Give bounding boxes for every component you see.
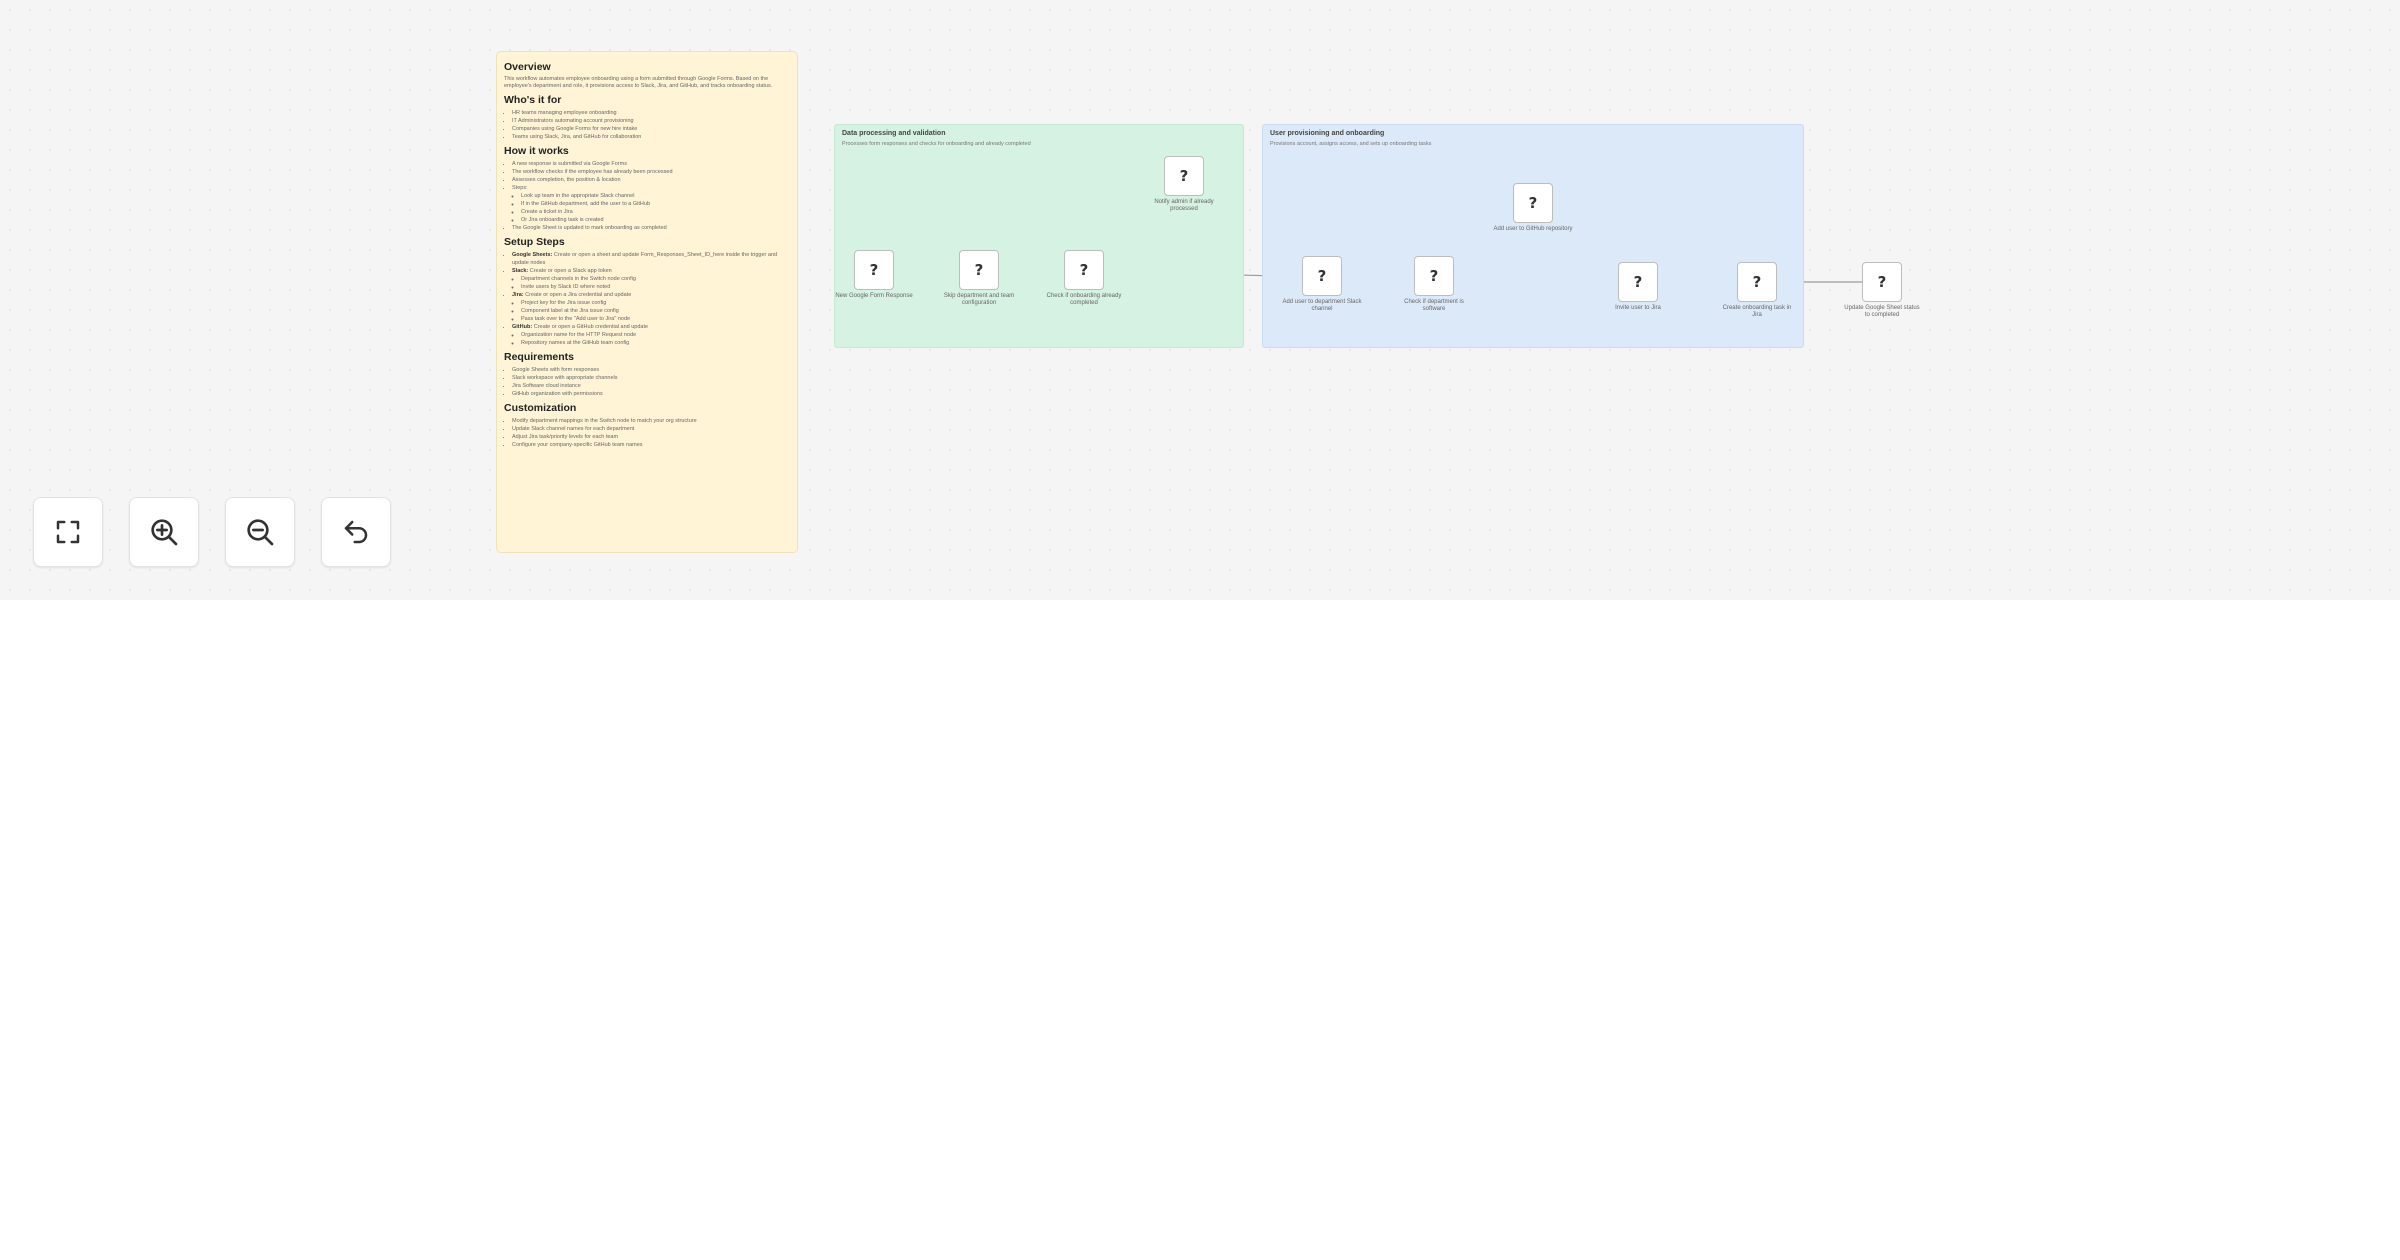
setup-text: Create or open a Jira credential and upd…: [525, 292, 632, 298]
node-label: Update Google Sheet status to completed: [1844, 305, 1920, 318]
node-form-trigger[interactable]: ?: [854, 250, 894, 290]
unknown-node-icon: ?: [1752, 273, 1762, 291]
group-description: Provisions account, assigns access, and …: [1270, 141, 1432, 147]
node-label: Create onboarding task in Jira: [1722, 305, 1792, 318]
list-item: Component label at the Jira issue config: [521, 307, 790, 315]
how-it-works-heading: How it works: [504, 145, 569, 157]
list-item: Jira: Create or open a Jira credential a…: [512, 291, 790, 299]
unknown-node-icon: ?: [1317, 267, 1327, 285]
list-item: The workflow checks if the employee has …: [512, 168, 790, 176]
node-label: Notify admin if already processed: [1154, 199, 1214, 212]
node-label: Skip department and team configuration: [943, 293, 1015, 306]
unknown-node-icon: ?: [1079, 261, 1089, 279]
fullscreen-icon: [56, 520, 80, 544]
list-item: The Google Sheet is updated to mark onbo…: [512, 224, 790, 232]
list-item: GitHub organization with permissions: [512, 390, 790, 398]
setup-text: Create or open a sheet and update Form_R…: [512, 252, 778, 266]
list-item: GitHub: Create or open a GitHub credenti…: [512, 323, 790, 331]
unknown-node-icon: ?: [869, 261, 879, 279]
unknown-node-icon: ?: [974, 261, 984, 279]
list-item: Slack: Create or open a Slack app token: [512, 267, 790, 275]
undo-icon: [344, 520, 368, 544]
list-item: Slack workspace with appropriate channel…: [512, 374, 790, 382]
whos-it-for-list: HR teams managing employee onboarding IT…: [504, 109, 790, 141]
node-label: Check if department is software: [1404, 299, 1464, 312]
unknown-node-icon: ?: [1429, 267, 1439, 285]
list-item: Steps:: [512, 184, 790, 192]
node-label: Add user to department Slack channel: [1282, 299, 1362, 312]
zoom-in-icon: [151, 519, 178, 546]
node-invite-jira[interactable]: ?: [1618, 262, 1658, 302]
list-item: If in the GitHub department, add the use…: [521, 200, 790, 208]
list-item: Configure your company-specific GitHub t…: [512, 441, 790, 449]
node-label: Invite user to Jira: [1615, 305, 1661, 311]
workflow-canvas[interactable]: Overview This workflow automates employe…: [0, 0, 2400, 600]
list-item: Update Slack channel names for each depa…: [512, 425, 790, 433]
node-label: Add user to GitHub repository: [1493, 226, 1573, 232]
setup-label: GitHub:: [512, 324, 533, 330]
list-item: Google Sheets with form responses: [512, 366, 790, 374]
customization-list: Modify department mappings in the Switch…: [504, 417, 790, 449]
node-label: Check if onboarding already completed: [1046, 293, 1122, 306]
setup-text: Create or open a Slack app token: [529, 268, 612, 274]
list-item: IT Administrators automating account pro…: [512, 117, 790, 125]
list-item: Or Jira onboarding task is created: [521, 216, 790, 224]
setup-text: Create or open a GitHub credential and u…: [533, 324, 649, 330]
zoom-in-button[interactable]: [129, 497, 199, 567]
setup-label: Google Sheets:: [512, 252, 553, 258]
list-item: Repository names at the GitHub team conf…: [521, 339, 790, 347]
list-item: Create a ticket in Jira: [521, 208, 790, 216]
list-item: Google Sheets: Create or open a sheet an…: [512, 251, 790, 267]
zoom-out-icon: [247, 519, 274, 546]
list-item: Look up team in the appropriate Slack ch…: [521, 192, 790, 200]
list-item: Companies using Google Forms for new hir…: [512, 125, 790, 133]
node-github-repo[interactable]: ?: [1513, 183, 1553, 223]
unknown-node-icon: ?: [1528, 194, 1538, 212]
list-item: Jira Software cloud instance: [512, 382, 790, 390]
unknown-node-icon: ?: [1877, 273, 1887, 291]
list-item: Project key for the Jira issue config: [521, 299, 790, 307]
setup-label: Jira:: [512, 292, 524, 298]
zoom-out-button[interactable]: [225, 497, 295, 567]
list-item: Modify department mappings in the Switch…: [512, 417, 790, 425]
node-update-sheet[interactable]: ?: [1862, 262, 1902, 302]
node-slack-channel[interactable]: ?: [1302, 256, 1342, 296]
list-item: Department channels in the Switch node c…: [521, 275, 790, 283]
list-item: Organization name for the HTTP Request n…: [521, 331, 790, 339]
requirements-heading: Requirements: [504, 351, 575, 363]
customization-heading: Customization: [504, 402, 577, 414]
node-check-completed[interactable]: ?: [1064, 250, 1104, 290]
list-item: Pass task over to the "Add user to Jira"…: [521, 315, 790, 323]
group-description: Processes form responses and checks for …: [842, 141, 1031, 147]
how-it-works-list: A new response is submitted via Google F…: [504, 160, 790, 232]
setup-steps-heading: Setup Steps: [504, 236, 565, 248]
setup-label: Slack:: [512, 268, 529, 274]
list-item: Teams using Slack, Jira, and GitHub for …: [512, 133, 790, 141]
unknown-node-icon: ?: [1179, 167, 1189, 185]
list-item: Adjust Jira task/priority levels for eac…: [512, 433, 790, 441]
list-item: Assesses completion, the position & loca…: [512, 176, 790, 184]
unknown-node-icon: ?: [1633, 273, 1643, 291]
list-item: Invite users by Slack ID where noted: [521, 283, 790, 291]
group-user-provisioning[interactable]: User provisioning and onboarding Provisi…: [1262, 124, 1804, 348]
node-set-department[interactable]: ?: [959, 250, 999, 290]
node-label: New Google Form Response: [835, 293, 913, 299]
node-check-software[interactable]: ?: [1414, 256, 1454, 296]
fit-view-button[interactable]: [33, 497, 103, 567]
list-item: HR teams managing employee onboarding: [512, 109, 790, 117]
group-title: Data processing and validation: [842, 130, 946, 137]
sticky-note[interactable]: Overview This workflow automates employe…: [497, 52, 797, 552]
list-item: A new response is submitted via Google F…: [512, 160, 790, 168]
overview-text: This workflow automates employee onboard…: [504, 76, 773, 89]
node-notify-admin[interactable]: ?: [1164, 156, 1204, 196]
undo-button[interactable]: [321, 497, 391, 567]
requirements-list: Google Sheets with form responses Slack …: [504, 366, 790, 398]
overview-heading: Overview: [504, 61, 551, 73]
group-title: User provisioning and onboarding: [1270, 130, 1385, 137]
setup-steps-list: Google Sheets: Create or open a sheet an…: [504, 251, 790, 347]
node-jira-task[interactable]: ?: [1737, 262, 1777, 302]
whos-it-for-heading: Who's it for: [504, 94, 562, 106]
